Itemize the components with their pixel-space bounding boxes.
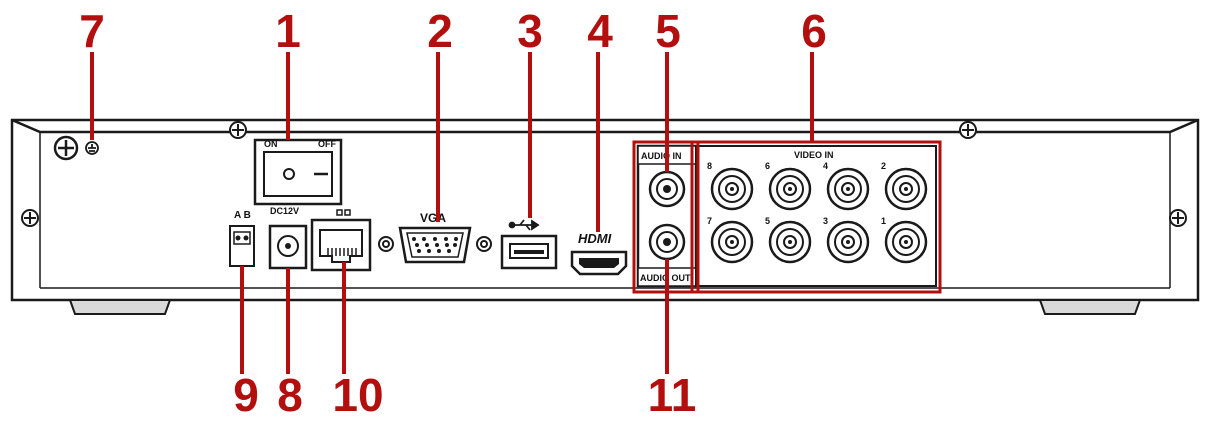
rs485-label: A B — [234, 210, 251, 221]
bnc-connector: 5 — [765, 216, 812, 264]
bnc-connector: 4 — [823, 161, 870, 211]
screw-icon — [21, 209, 39, 227]
callout-5: 5 — [655, 5, 681, 57]
chassis-top-lip — [11, 118, 1199, 134]
hdmi-label: HDMI — [578, 231, 612, 246]
screw-icon — [476, 236, 492, 252]
bnc-connector: 3 — [823, 216, 870, 264]
leader-lines — [90, 52, 814, 374]
usb-icon — [508, 219, 540, 231]
callout-11: 11 — [647, 369, 697, 421]
video-in-label: VIDEO IN — [794, 150, 834, 160]
video-in-row-bottom: 7 5 3 1 — [707, 216, 928, 264]
network-port — [310, 209, 372, 272]
audio-in-label: AUDIO IN — [641, 151, 682, 161]
video-in-group: VIDEO IN 8 6 4 2 7 5 3 1 — [695, 145, 937, 287]
network-icon — [336, 209, 351, 216]
callout-6: 6 — [801, 5, 827, 57]
switch-off-label: OFF — [318, 139, 336, 149]
audio-in-port — [648, 170, 686, 208]
vga-port: VGA — [378, 211, 492, 264]
bnc-connector: 7 — [707, 216, 754, 264]
callout-3: 3 — [517, 5, 543, 57]
video-channel-label: 6 — [765, 161, 770, 171]
panel-screws — [21, 121, 1187, 227]
bnc-connector: 2 — [881, 161, 928, 211]
screw-icon — [229, 121, 247, 139]
screw-icon — [959, 121, 977, 139]
bnc-connector: 1 — [881, 216, 928, 264]
chassis-outline — [10, 118, 1200, 302]
callout-4: 4 — [587, 5, 613, 57]
ground-symbol-icon — [85, 141, 99, 155]
video-channel-label: 8 — [707, 161, 712, 171]
dc-power-label: DC12V — [270, 206, 299, 216]
feet — [68, 299, 1142, 315]
video-channel-label: 1 — [881, 216, 886, 226]
audio-out-port — [648, 223, 686, 261]
usb-port — [500, 219, 558, 270]
video-highlight — [690, 140, 942, 294]
bnc-connector: 8 — [707, 161, 754, 211]
screw-icon — [1169, 209, 1187, 227]
callout-1: 1 — [275, 5, 301, 57]
callout-8: 8 — [277, 369, 303, 421]
power-switch: ON OFF — [253, 138, 343, 206]
vga-label: VGA — [420, 211, 446, 225]
screw-icon — [378, 236, 394, 252]
foot-right — [1038, 299, 1142, 315]
hdmi-port: HDMI — [570, 231, 628, 276]
video-in-row-top: 8 6 4 2 — [707, 161, 928, 211]
callout-9: 9 — [233, 369, 259, 421]
callout-2: 2 — [427, 5, 453, 57]
rs485-terminal: A B — [229, 210, 255, 267]
foot-left — [68, 299, 172, 315]
callout-10: 10 — [332, 369, 384, 421]
video-channel-label: 2 — [881, 161, 886, 171]
switch-on-label: ON — [264, 139, 278, 149]
chassis — [10, 118, 1200, 302]
bnc-connector: 6 — [765, 161, 812, 211]
video-channel-label: 5 — [765, 216, 770, 226]
video-channel-label: 7 — [707, 216, 712, 226]
ground-screw — [53, 135, 99, 161]
video-channel-label: 3 — [823, 216, 828, 226]
video-channel-label: 4 — [823, 161, 828, 171]
callout-7: 7 — [79, 5, 105, 57]
dc-power-jack: DC12V — [268, 206, 308, 270]
